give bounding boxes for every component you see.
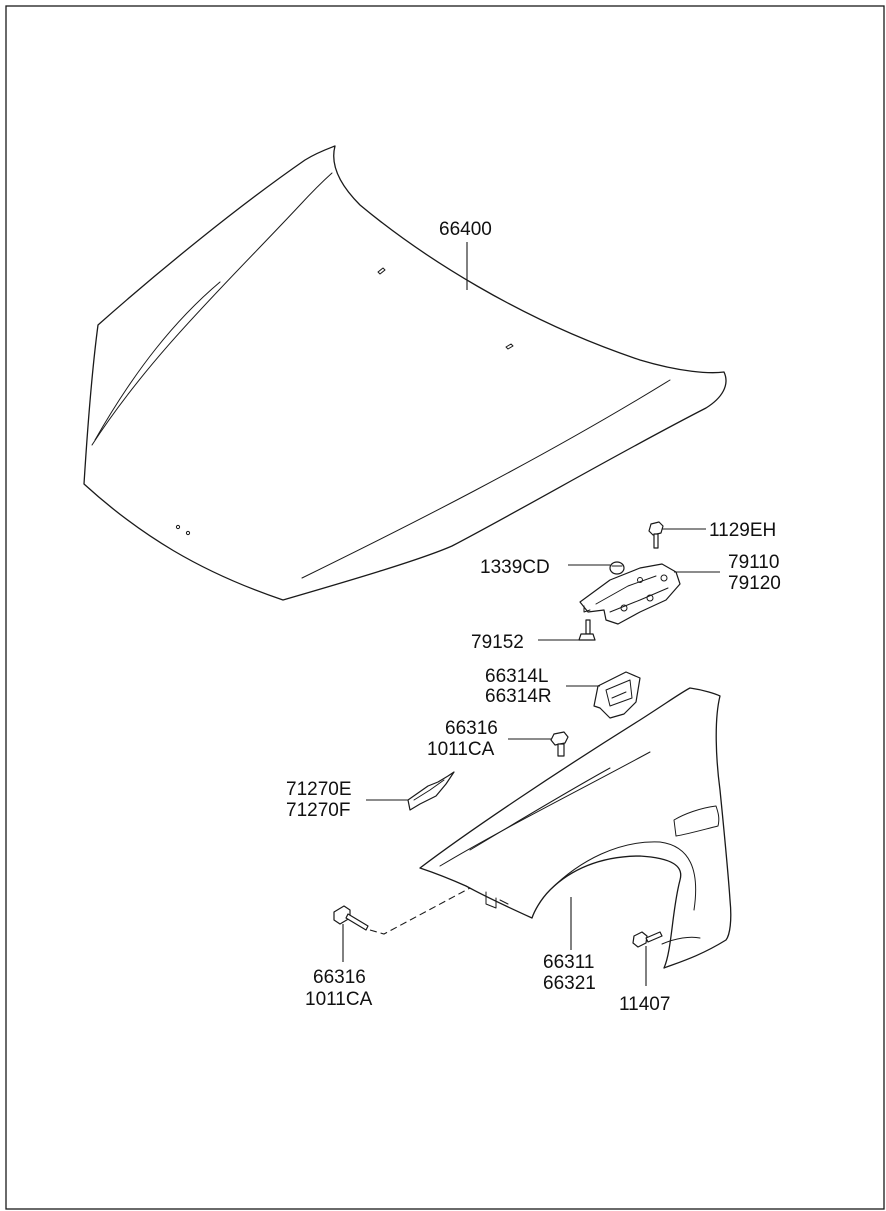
label-fender-bracket-right: 66314R	[485, 686, 552, 707]
fender-bracket-icon	[593, 671, 641, 719]
fender-upper-bolt-icon	[550, 731, 569, 757]
leader-lower-bolt-dashed	[369, 887, 471, 935]
label-fender-right: 66321	[543, 973, 596, 994]
label-fender-bracket-left: 66314L	[485, 666, 548, 687]
hood-panel	[83, 145, 727, 601]
label-hinge-left: 79110	[728, 552, 779, 573]
label-hinge-right: 79120	[728, 573, 781, 594]
label-hood-bolt: 1129EH	[709, 520, 776, 541]
label-hood: 66400	[439, 219, 492, 240]
label-fender-left: 66311	[543, 952, 594, 973]
label-hinge-bolt: 79152	[471, 632, 524, 653]
front-fender-panel	[419, 687, 732, 969]
label-fender-lower-bolt-b: 1011CA	[305, 989, 373, 1010]
fender-screw-icon	[632, 931, 663, 948]
label-bumper-stop: 1339CD	[480, 557, 550, 578]
hinge-bolt-icon	[578, 619, 596, 641]
hood-hinge-icon	[579, 563, 681, 625]
fender-lower-bolt-icon	[333, 905, 369, 931]
label-fender-screw: 11407	[619, 994, 670, 1015]
page-border	[5, 5, 885, 1210]
hood-bolt-icon	[648, 521, 664, 549]
label-insulator-left: 71270E	[286, 779, 352, 800]
insulator-icon	[407, 771, 455, 811]
label-fender-upper-bolt-a: 66316	[445, 718, 498, 739]
label-fender-upper-bolt-b: 1011CA	[427, 739, 495, 760]
label-insulator-right: 71270F	[286, 800, 350, 821]
label-fender-lower-bolt-a: 66316	[313, 967, 366, 988]
bumper-stop-icon	[609, 561, 625, 575]
